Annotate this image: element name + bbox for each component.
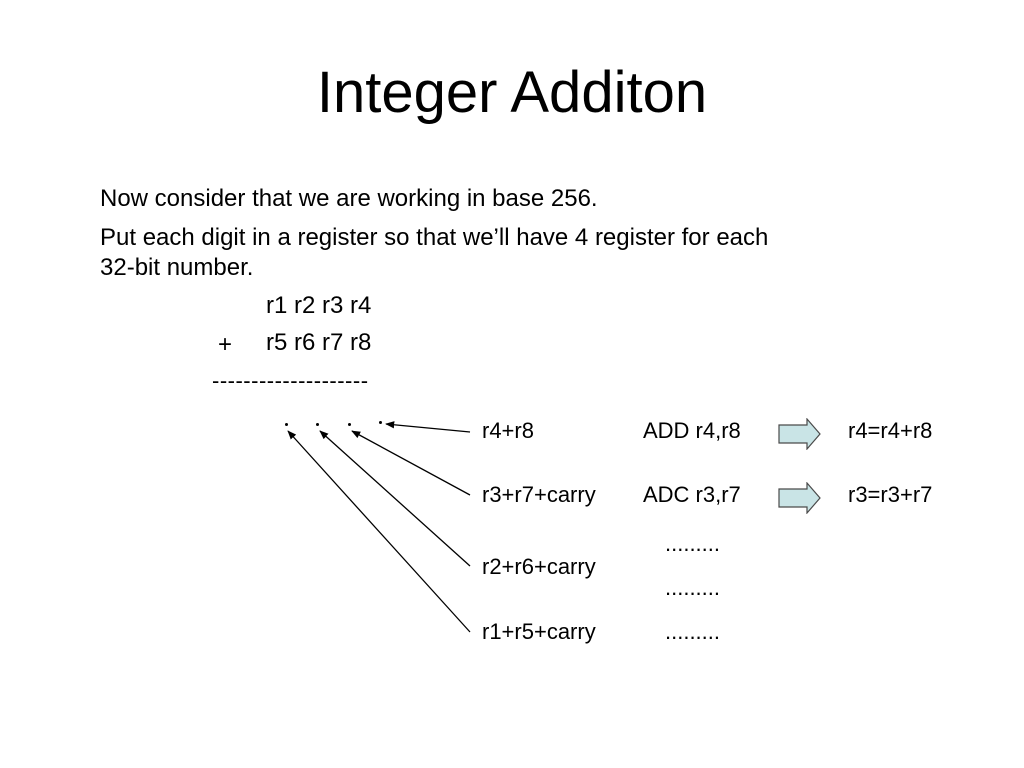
- ellipsis-2: .........: [665, 575, 721, 600]
- step-expr-3: r2+r6+carry: [482, 554, 596, 579]
- block-arrow-icon: [778, 482, 821, 514]
- operand-bottom: r5 r6 r7 r8: [266, 329, 372, 356]
- operand-top: r1 r2 r3 r4: [266, 292, 372, 319]
- ellipsis-3: .........: [665, 619, 721, 644]
- connector-r2: [319, 430, 471, 567]
- sum-separator: --------------------: [212, 368, 369, 393]
- result-digit-2: [316, 423, 319, 426]
- step-result-2: r3=r3+r7: [848, 482, 933, 507]
- bullet-line-1: Now consider that we are working in base…: [100, 185, 598, 212]
- block-arrow-icon: [778, 418, 821, 450]
- result-digit-3: [348, 423, 351, 426]
- plus-sign: +: [218, 331, 233, 358]
- connector-r3: [351, 430, 471, 496]
- ellipsis-1: .........: [665, 531, 721, 556]
- result-digit-4: [379, 421, 382, 424]
- slide-title: Integer Additon: [316, 60, 708, 125]
- bullet-line-3: 32-bit number.: [100, 254, 254, 281]
- connector-r4: [385, 421, 471, 433]
- step-instruction-2: ADC r3,r7: [643, 482, 741, 507]
- step-expr-2: r3+r7+carry: [482, 482, 596, 507]
- result-digit-1: [285, 423, 288, 426]
- step-expr-4: r1+r5+carry: [482, 619, 596, 644]
- step-result-1: r4=r4+r8: [848, 418, 933, 443]
- step-instruction-1: ADD r4,r8: [643, 418, 741, 443]
- step-expr-1: r4+r8: [482, 418, 534, 443]
- connector-r1: [287, 430, 471, 633]
- bullet-line-2: Put each digit in a register so that we’…: [100, 224, 769, 251]
